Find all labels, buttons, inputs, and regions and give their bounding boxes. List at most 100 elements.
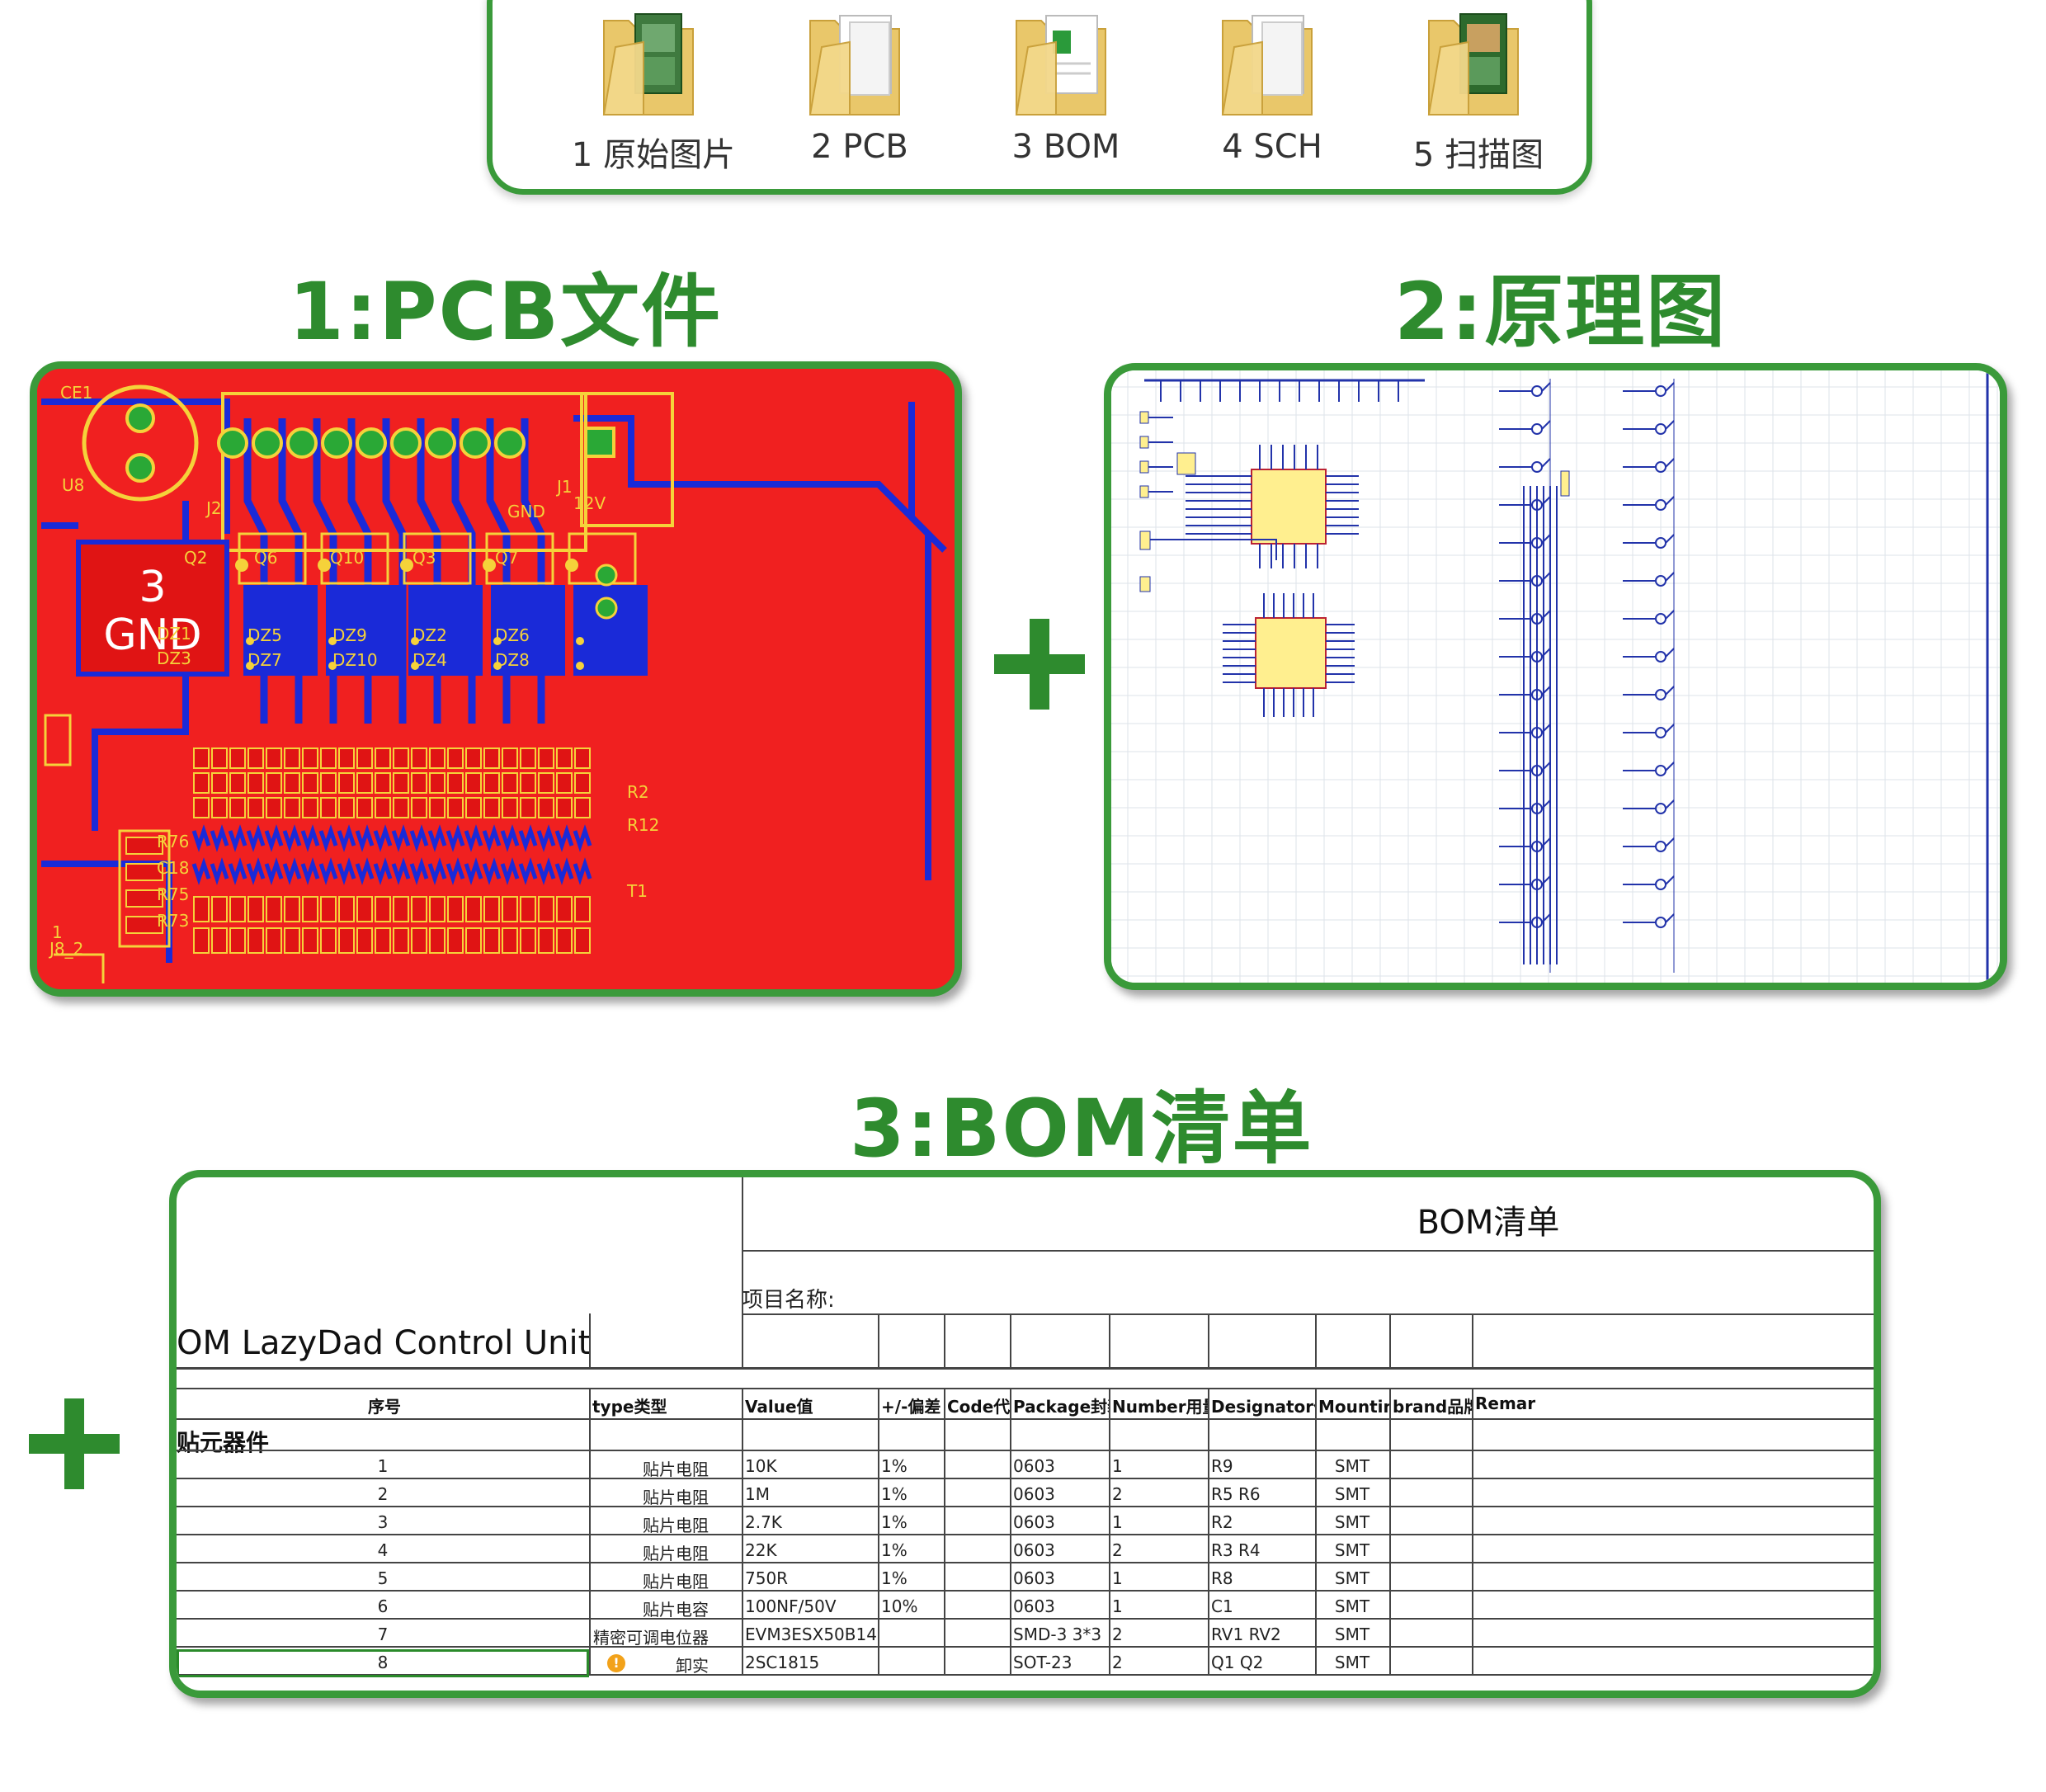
pcb-silk-label: DZ8 [495, 650, 530, 670]
table-cell: 2 [1112, 1484, 1123, 1504]
table-cell [944, 1625, 1010, 1649]
table-cell: 贴片电容 [643, 1600, 709, 1620]
table-cell: R9 [1211, 1456, 1233, 1476]
warning-icon[interactable]: ! [607, 1654, 625, 1672]
folder-item-4[interactable]: 4 SCH [1177, 6, 1367, 166]
folder-label: 5 扫描图 [1412, 136, 1544, 174]
selected-cell-outline[interactable] [177, 1649, 589, 1677]
pcb-silk-label: DZ6 [495, 625, 530, 645]
pcb-silk-label: U8 [62, 475, 84, 495]
grid-line [1472, 1388, 1473, 1674]
folder-item-2[interactable]: 2 PCB [765, 6, 955, 166]
grid-line [1208, 1388, 1209, 1674]
table-cell: SMT [1334, 1653, 1370, 1672]
grid-line [742, 1250, 1874, 1252]
grid-line [1208, 1313, 1209, 1367]
grid-line [177, 1367, 1874, 1370]
table-cell: 1% [881, 1512, 908, 1532]
pcb-silk-label: DZ4 [412, 650, 447, 670]
table-cell: 1 [1112, 1568, 1123, 1588]
grid-line [1010, 1388, 1011, 1674]
grid-line [177, 1506, 1874, 1507]
table-cell: SMT [1334, 1484, 1370, 1504]
grid-line [1389, 1313, 1391, 1367]
folder-document-icon [808, 15, 900, 116]
pcb-silk-label: GND [507, 502, 545, 521]
table-cell: 1% [881, 1540, 908, 1560]
table-cell [944, 1596, 1010, 1621]
table-cell: SMT [1334, 1456, 1370, 1476]
pcb-silk-label: 12V [573, 493, 606, 513]
folder-label: 4 SCH [1222, 128, 1322, 166]
table-cell [944, 1512, 1010, 1537]
grid-line [1315, 1388, 1317, 1674]
table-cell: 100NF/50V [745, 1596, 837, 1616]
table-cell: 2 [1112, 1625, 1123, 1644]
folder-item-3[interactable]: 3 BOM [971, 6, 1161, 166]
table-cell: 1M [745, 1484, 770, 1504]
table-cell: 0603 [1013, 1568, 1055, 1588]
table-cell: 0603 [1013, 1512, 1055, 1532]
bom-section-title: 3:BOM清单 [850, 1082, 1313, 1175]
table-cell: 贴片电阻 [643, 1460, 709, 1479]
table-cell: 6 [377, 1596, 389, 1616]
column-header: Remar [1475, 1394, 1536, 1413]
pcb-silk-label: DZ10 [332, 650, 378, 670]
table-cell: 1% [881, 1484, 908, 1504]
table-cell: 0603 [1013, 1596, 1055, 1616]
table-cell [944, 1568, 1010, 1593]
folder-item-5[interactable]: 5 扫描图 [1384, 6, 1573, 174]
folder-board-icon [1427, 13, 1519, 116]
table-cell: 2SC1815 [745, 1653, 820, 1672]
table-cell: SMT [1334, 1596, 1370, 1616]
table-cell: 1% [881, 1456, 908, 1476]
grid-line [1109, 1313, 1110, 1367]
table-cell: 1% [881, 1568, 908, 1588]
table-cell: R3 R4 [1211, 1540, 1261, 1560]
grid-line [1315, 1313, 1317, 1367]
table-cell: 750R [745, 1568, 789, 1588]
grid-line [878, 1313, 879, 1367]
grid-line [944, 1313, 945, 1367]
table-cell: 2.7K [745, 1512, 782, 1532]
pcb-silk-label: R76 [157, 832, 189, 851]
pcb-silk-label: DZ2 [412, 625, 447, 645]
grid-line [177, 1418, 1874, 1420]
grid-line [944, 1388, 945, 1674]
table-cell [944, 1456, 1010, 1481]
table-cell [878, 1625, 944, 1649]
table-cell: 1 [1112, 1456, 1123, 1476]
pcb-silk-label: DZ7 [248, 650, 282, 670]
schematic-preview [1104, 363, 2007, 990]
grid-line [1109, 1388, 1110, 1674]
bom-sheet-title: BOM清单 [1417, 1204, 1560, 1242]
component-group-label: 贴元器件 [177, 1429, 270, 1456]
table-cell: SMT [1334, 1540, 1370, 1560]
column-header: Designator位号 [1211, 1397, 1315, 1417]
pcb-silk-label: J8_2 [48, 939, 83, 959]
table-cell: 贴片电阻 [643, 1572, 709, 1592]
table-cell [944, 1653, 1010, 1677]
grid-line [742, 1313, 1874, 1315]
folder-item-1[interactable]: 1 原始图片 [559, 6, 748, 174]
table-cell: 5 [377, 1568, 389, 1588]
column-header: Number用量 [1112, 1397, 1208, 1417]
table-cell [878, 1653, 944, 1677]
table-cell: RV1 RV2 [1211, 1625, 1281, 1644]
plus-icon [994, 619, 1085, 710]
table-cell [944, 1540, 1010, 1565]
table-cell: 0603 [1013, 1484, 1055, 1504]
bom-spreadsheet: BOM清单 项目名称: OM LazyDad Control Unit 贴元器件… [169, 1170, 1881, 1698]
table-cell: 2 [1112, 1653, 1123, 1672]
plus-icon [29, 1398, 120, 1489]
folder-document-icon [1221, 15, 1313, 116]
table-cell: Q1 Q2 [1211, 1653, 1264, 1672]
table-cell: 贴片电阻 [643, 1516, 709, 1535]
table-cell: 10K [745, 1456, 777, 1476]
table-cell [944, 1484, 1010, 1509]
column-header: +/-偏差 [881, 1397, 941, 1417]
pcb-section-title: 1:PCB文件 [289, 266, 723, 358]
